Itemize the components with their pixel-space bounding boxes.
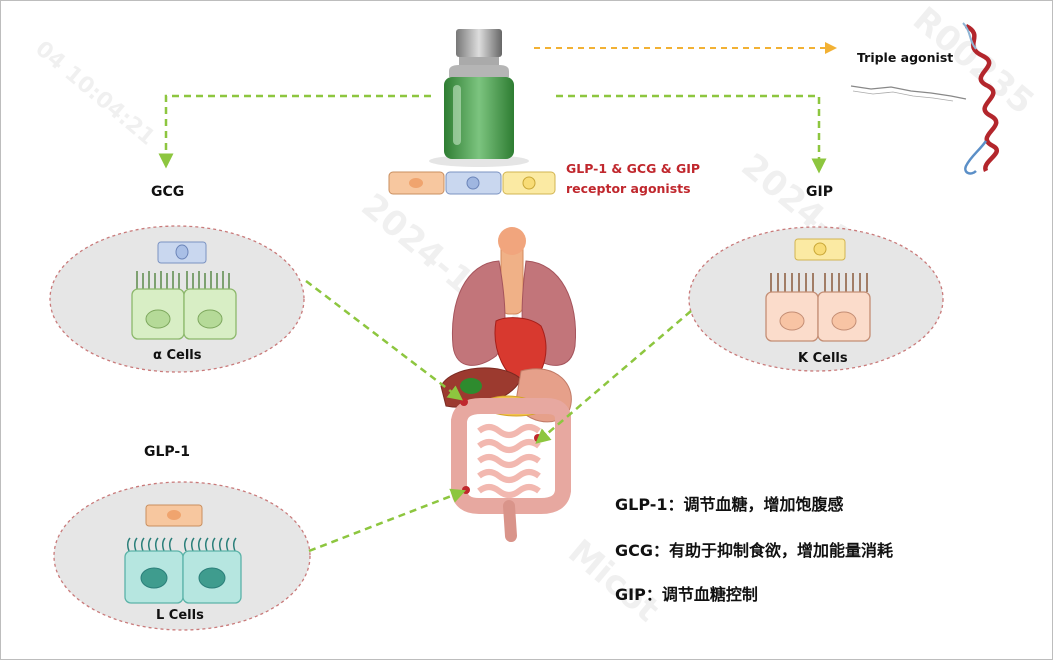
arrow-to-gcg (158, 94, 431, 169)
triple-agonist-label: Triple agonist (857, 50, 954, 65)
cell-label-alpha: α Cells (153, 348, 202, 363)
receptor-label-gip: GIP (806, 184, 833, 200)
connector-l-to-colon (308, 488, 466, 553)
function-gip: GIP：调节血糖控制 (615, 585, 758, 604)
function-gcg: GCG：有助于抑制食欲，增加能量消耗 (615, 541, 894, 560)
agonist-caption-line2: receptor agonists (566, 181, 691, 196)
connector-alpha-to-pancreas (305, 280, 463, 401)
cell-label-l: L Cells (156, 608, 204, 623)
function-glp1: GLP-1：调节血糖，增加饱腹感 (615, 495, 844, 514)
cell-label-k: K Cells (798, 351, 848, 366)
receptor-label-gcg: GCG (151, 184, 185, 200)
arrow-to-gip (556, 94, 827, 174)
digestive-organs-illustration (440, 227, 577, 542)
receptor-label-glp1: GLP-1 (144, 444, 190, 460)
drug-vial (429, 29, 529, 167)
triple-agonist-structure (850, 22, 999, 175)
connector-k-to-intestine (535, 310, 692, 444)
agonist-caption-line1: GLP-1 & GCG & GIP (566, 161, 701, 176)
